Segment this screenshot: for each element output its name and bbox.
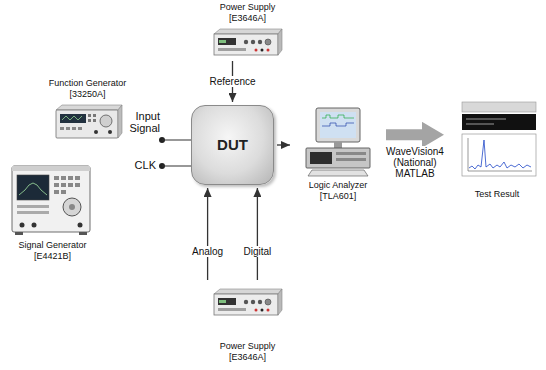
function-generator-picture <box>56 105 122 138</box>
device-caption: [TLA601] <box>293 191 383 202</box>
signal-arrow <box>207 188 208 280</box>
signal-generator: Signal Generator[E4421B] <box>0 160 105 262</box>
logic-analyzer: Logic Analyzer[TLA601] <box>293 106 383 202</box>
device-caption: Power Supply <box>195 341 300 352</box>
device-caption: Logic Analyzer <box>293 180 383 191</box>
device-caption: [33250A] <box>25 89 150 100</box>
signal-generator-picture <box>12 166 90 235</box>
test-result-picture <box>462 102 536 176</box>
power-supply: Power Supply[E3646A] <box>195 283 300 363</box>
signal-name: Input Signal <box>124 110 160 134</box>
device-caption: [E4421B] <box>0 251 105 262</box>
power-supply: Power Supply[E3646A] <box>195 2 300 58</box>
power-supply-picture <box>214 289 282 315</box>
device-caption: [E3646A] <box>195 13 300 24</box>
power-supply-picture <box>214 29 282 55</box>
device-caption: Power Supply <box>195 2 300 13</box>
signal-arrow <box>277 144 290 145</box>
text-group: Test Result <box>447 189 546 200</box>
device-caption: Test Result <box>447 189 546 200</box>
text-group: Logic Analyzer[TLA601] <box>293 180 383 202</box>
text-group: Function Generator[33250A] <box>25 78 150 100</box>
input-wires <box>159 137 195 169</box>
device-caption: [E3646A] <box>195 352 300 363</box>
logic-analyzer-picture <box>306 108 370 176</box>
dut-box: DUT <box>191 105 274 185</box>
device-caption: Function Generator <box>25 78 150 89</box>
process-arrow <box>386 129 422 140</box>
test-result: Test Result <box>447 98 546 200</box>
signal-name: CLK <box>128 159 156 171</box>
text-group: Power Supply[E3646A] <box>195 341 300 363</box>
connector-label: Digital <box>242 246 274 257</box>
text-group: Signal Generator[E4421B] <box>0 240 105 262</box>
connector-label: WaveVision4 (National) MATLAB <box>381 146 449 179</box>
box-label: DUT <box>192 136 273 154</box>
connector-label: Reference <box>207 76 257 87</box>
text-group: DUT <box>192 136 273 154</box>
text-group: Power Supply[E3646A] <box>195 2 300 24</box>
device-caption: Signal Generator <box>0 240 105 251</box>
connector-label: Analog <box>190 246 225 257</box>
signal-arrow <box>257 188 258 280</box>
